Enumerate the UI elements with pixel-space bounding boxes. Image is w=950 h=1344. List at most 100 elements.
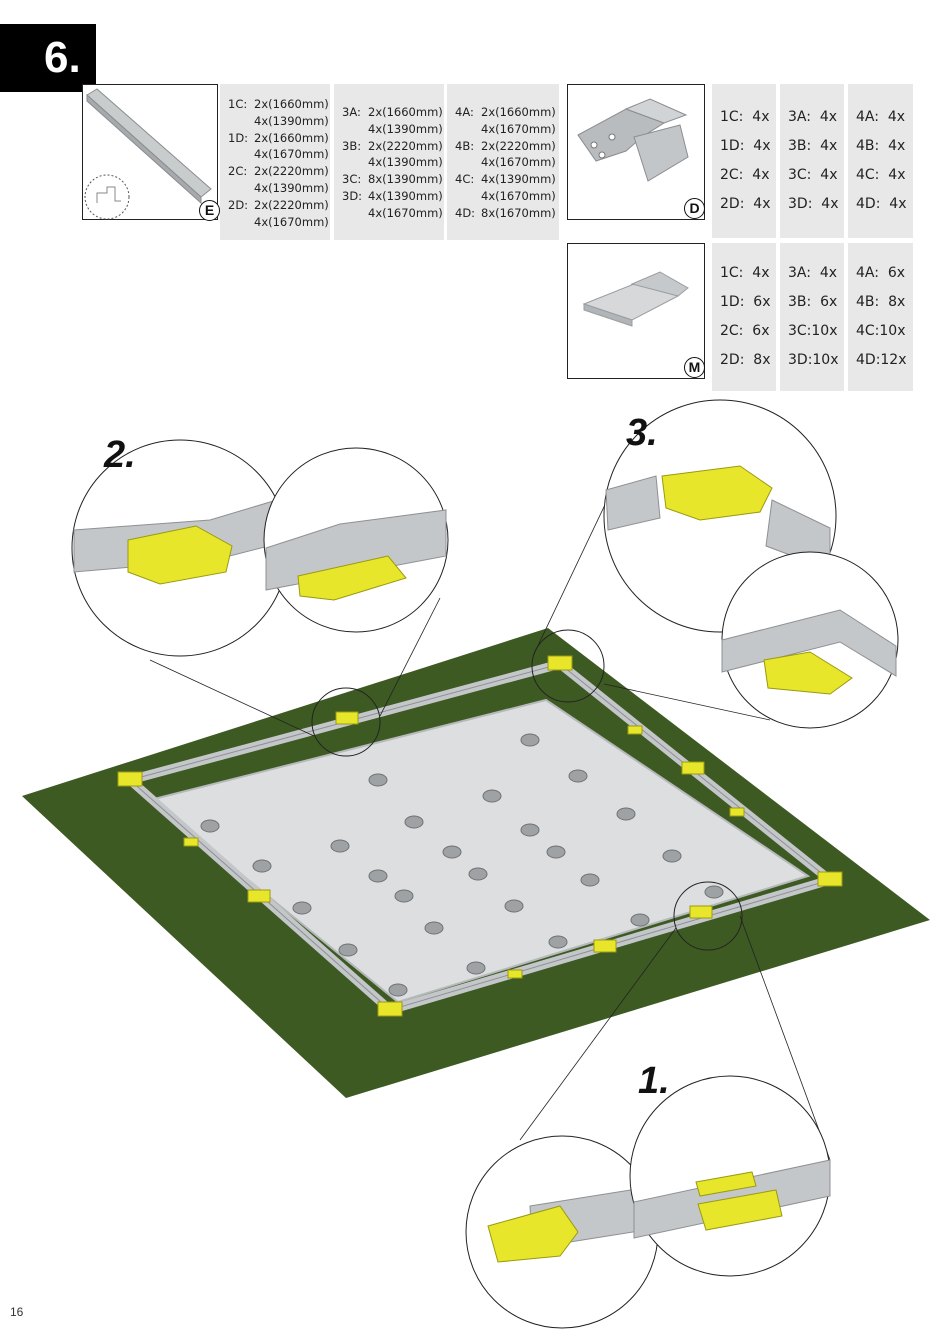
quantity-value: 2x(1660mm) — [254, 97, 329, 111]
quantity-row: 4D: 8x(1670mm) — [455, 205, 559, 222]
part-e-quantities-col2: 3A: 2x(1660mm) 4x(1390mm) 3B: 2x(2220mm) 4x(1… — [334, 84, 444, 240]
part-count: 3A: 4x — [788, 109, 838, 125]
model-code: 3C: — [342, 172, 362, 187]
part-count: 3B: 4x — [788, 138, 838, 154]
detail-circle-2a — [71, 439, 293, 657]
support-feet — [200, 733, 724, 997]
part-count: 2C: 6x — [720, 323, 770, 339]
quantity-value: 4x(1390mm) — [368, 188, 443, 203]
part-count: 3A: 4x — [788, 265, 838, 281]
model-code: 4D: — [455, 205, 476, 220]
quantity-value: 4x(1670mm) — [254, 147, 329, 162]
part-letter-m: M — [684, 357, 705, 378]
part-count: 4C:10x — [856, 323, 906, 339]
part-count: 2C: 4x — [720, 167, 770, 183]
callout-ring-1 — [673, 881, 743, 951]
model-code: 2D: — [228, 197, 249, 212]
part-count: 3B: 6x — [788, 294, 838, 310]
quantity-value: 2x(2220mm) — [254, 164, 329, 179]
callout-number-2: 2. — [104, 434, 136, 476]
part-count: 2D: 4x — [720, 196, 771, 212]
quantity-row: 4x(1670mm) — [228, 146, 330, 163]
part-d-illustration: D — [567, 84, 705, 220]
model-code: 3B: — [342, 138, 362, 153]
quantity-row: 4x(1670mm) — [455, 188, 559, 205]
quantity-row: 1C:2x(1660mm) — [228, 96, 330, 113]
quantity-value: 2x(2220mm) — [481, 138, 556, 153]
quantity-value: 2x(1660mm) — [481, 105, 556, 119]
detail-circle-2b — [263, 447, 449, 633]
part-count: 1C: 4x — [720, 109, 770, 125]
quantity-row: 3D: 4x(1390mm) — [342, 188, 444, 205]
part-count: 1D: 6x — [720, 294, 771, 310]
corner-bracket-drawing — [577, 98, 689, 182]
model-code: 4C: — [455, 172, 475, 187]
quantity-value: 4x(1390mm) — [368, 155, 443, 170]
quantity-value: 4x(1390mm) — [481, 172, 556, 187]
trampoline-floor — [147, 698, 811, 1004]
part-count: 2D: 8x — [720, 352, 771, 368]
quantity-value: 2x(2220mm) — [254, 197, 329, 212]
step-number-badge: 6. — [0, 24, 96, 92]
part-count: 4B: 4x — [856, 138, 906, 154]
quantity-row: 4x(1390mm) — [228, 113, 330, 130]
quantity-value: 4x(1670mm) — [254, 214, 329, 229]
quantity-value: 8x(1390mm) — [368, 172, 443, 187]
part-count: 1D: 4x — [720, 138, 771, 154]
part-d-counts-col3: 4A: 4x 4B: 4x 4C: 4x 4D: 4x — [848, 84, 913, 238]
part-count: 1C: 4x — [720, 265, 770, 281]
quantity-value: 2x(2220mm) — [368, 138, 443, 153]
quantity-row: 1D: 2x(1660mm) — [228, 130, 330, 147]
brackets — [117, 655, 843, 1017]
quantity-row: 4x(1390mm) — [228, 180, 330, 197]
detail-circle-1b — [629, 1075, 831, 1277]
quantity-row: 4x(1670mm) — [228, 214, 330, 231]
part-e-illustration: E — [82, 84, 220, 221]
quantity-row: 4x(1390mm) — [342, 154, 444, 171]
part-letter-e: E — [199, 200, 220, 221]
part-count: 3C: 4x — [788, 167, 838, 183]
part-count: 4B: 8x — [856, 294, 906, 310]
part-count: 4A: 4x — [856, 109, 906, 125]
model-code: 4B: — [455, 138, 475, 153]
quantity-row: 4x(1670mm) — [455, 121, 559, 138]
quantity-row: 2D: 2x(2220mm) — [228, 197, 330, 214]
quantity-value: 4x(1390mm) — [254, 180, 329, 195]
part-e-quantities-col3: 4A:2x(1660mm)4x(1670mm)4B:2x(2220mm)4x(1… — [447, 84, 559, 240]
callout-ring-2 — [311, 687, 381, 757]
page-number: 16 — [10, 1305, 24, 1319]
quantity-row: 3B: 2x(2220mm) — [342, 138, 444, 155]
quantity-row: 3A: 2x(1660mm) — [342, 104, 444, 121]
part-count: 3D: 4x — [788, 196, 839, 212]
part-m-counts-col1: 1C: 4x 1D: 6x 2C: 6x 2D: 8x — [712, 243, 776, 391]
part-count: 4D:12x — [856, 352, 907, 368]
quantity-row: 2C: 2x(2220mm) — [228, 163, 330, 180]
quantity-value: 2x(1660mm) — [368, 105, 443, 119]
part-m-illustration: M — [567, 243, 705, 379]
quantity-row: 4x(1670mm) — [455, 154, 559, 171]
part-count: 4D: 4x — [856, 196, 907, 212]
quantity-row: 4A:2x(1660mm) — [455, 104, 559, 121]
part-count: 4C: 4x — [856, 167, 906, 183]
part-count: 4A: 6x — [856, 265, 906, 281]
detail-circle-1a — [465, 1135, 659, 1329]
model-code: 3D: — [342, 188, 363, 203]
quantity-value: 2x(1660mm) — [254, 130, 329, 145]
detail-circle-3b — [721, 551, 899, 729]
callout-number-3: 3. — [626, 412, 658, 454]
part-m-counts-col3: 4A: 6x 4B: 8x 4C:10x 4D:12x — [848, 243, 913, 391]
quantity-value: 8x(1670mm) — [481, 205, 556, 220]
callout-ring-3 — [531, 629, 605, 703]
quantity-value: 4x(1670mm) — [481, 155, 556, 170]
part-count: 3C:10x — [788, 323, 838, 339]
callout-leader-lines — [149, 489, 831, 1161]
quantity-value: 4x(1670mm) — [368, 205, 443, 220]
model-code: 3A: — [342, 105, 361, 119]
model-code: 1D: — [228, 130, 249, 145]
quantity-value: 4x(1670mm) — [481, 188, 556, 203]
callout-number-1: 1. — [638, 1060, 670, 1102]
connector-plate-drawing — [582, 271, 689, 327]
model-code: 2C: — [228, 164, 248, 179]
